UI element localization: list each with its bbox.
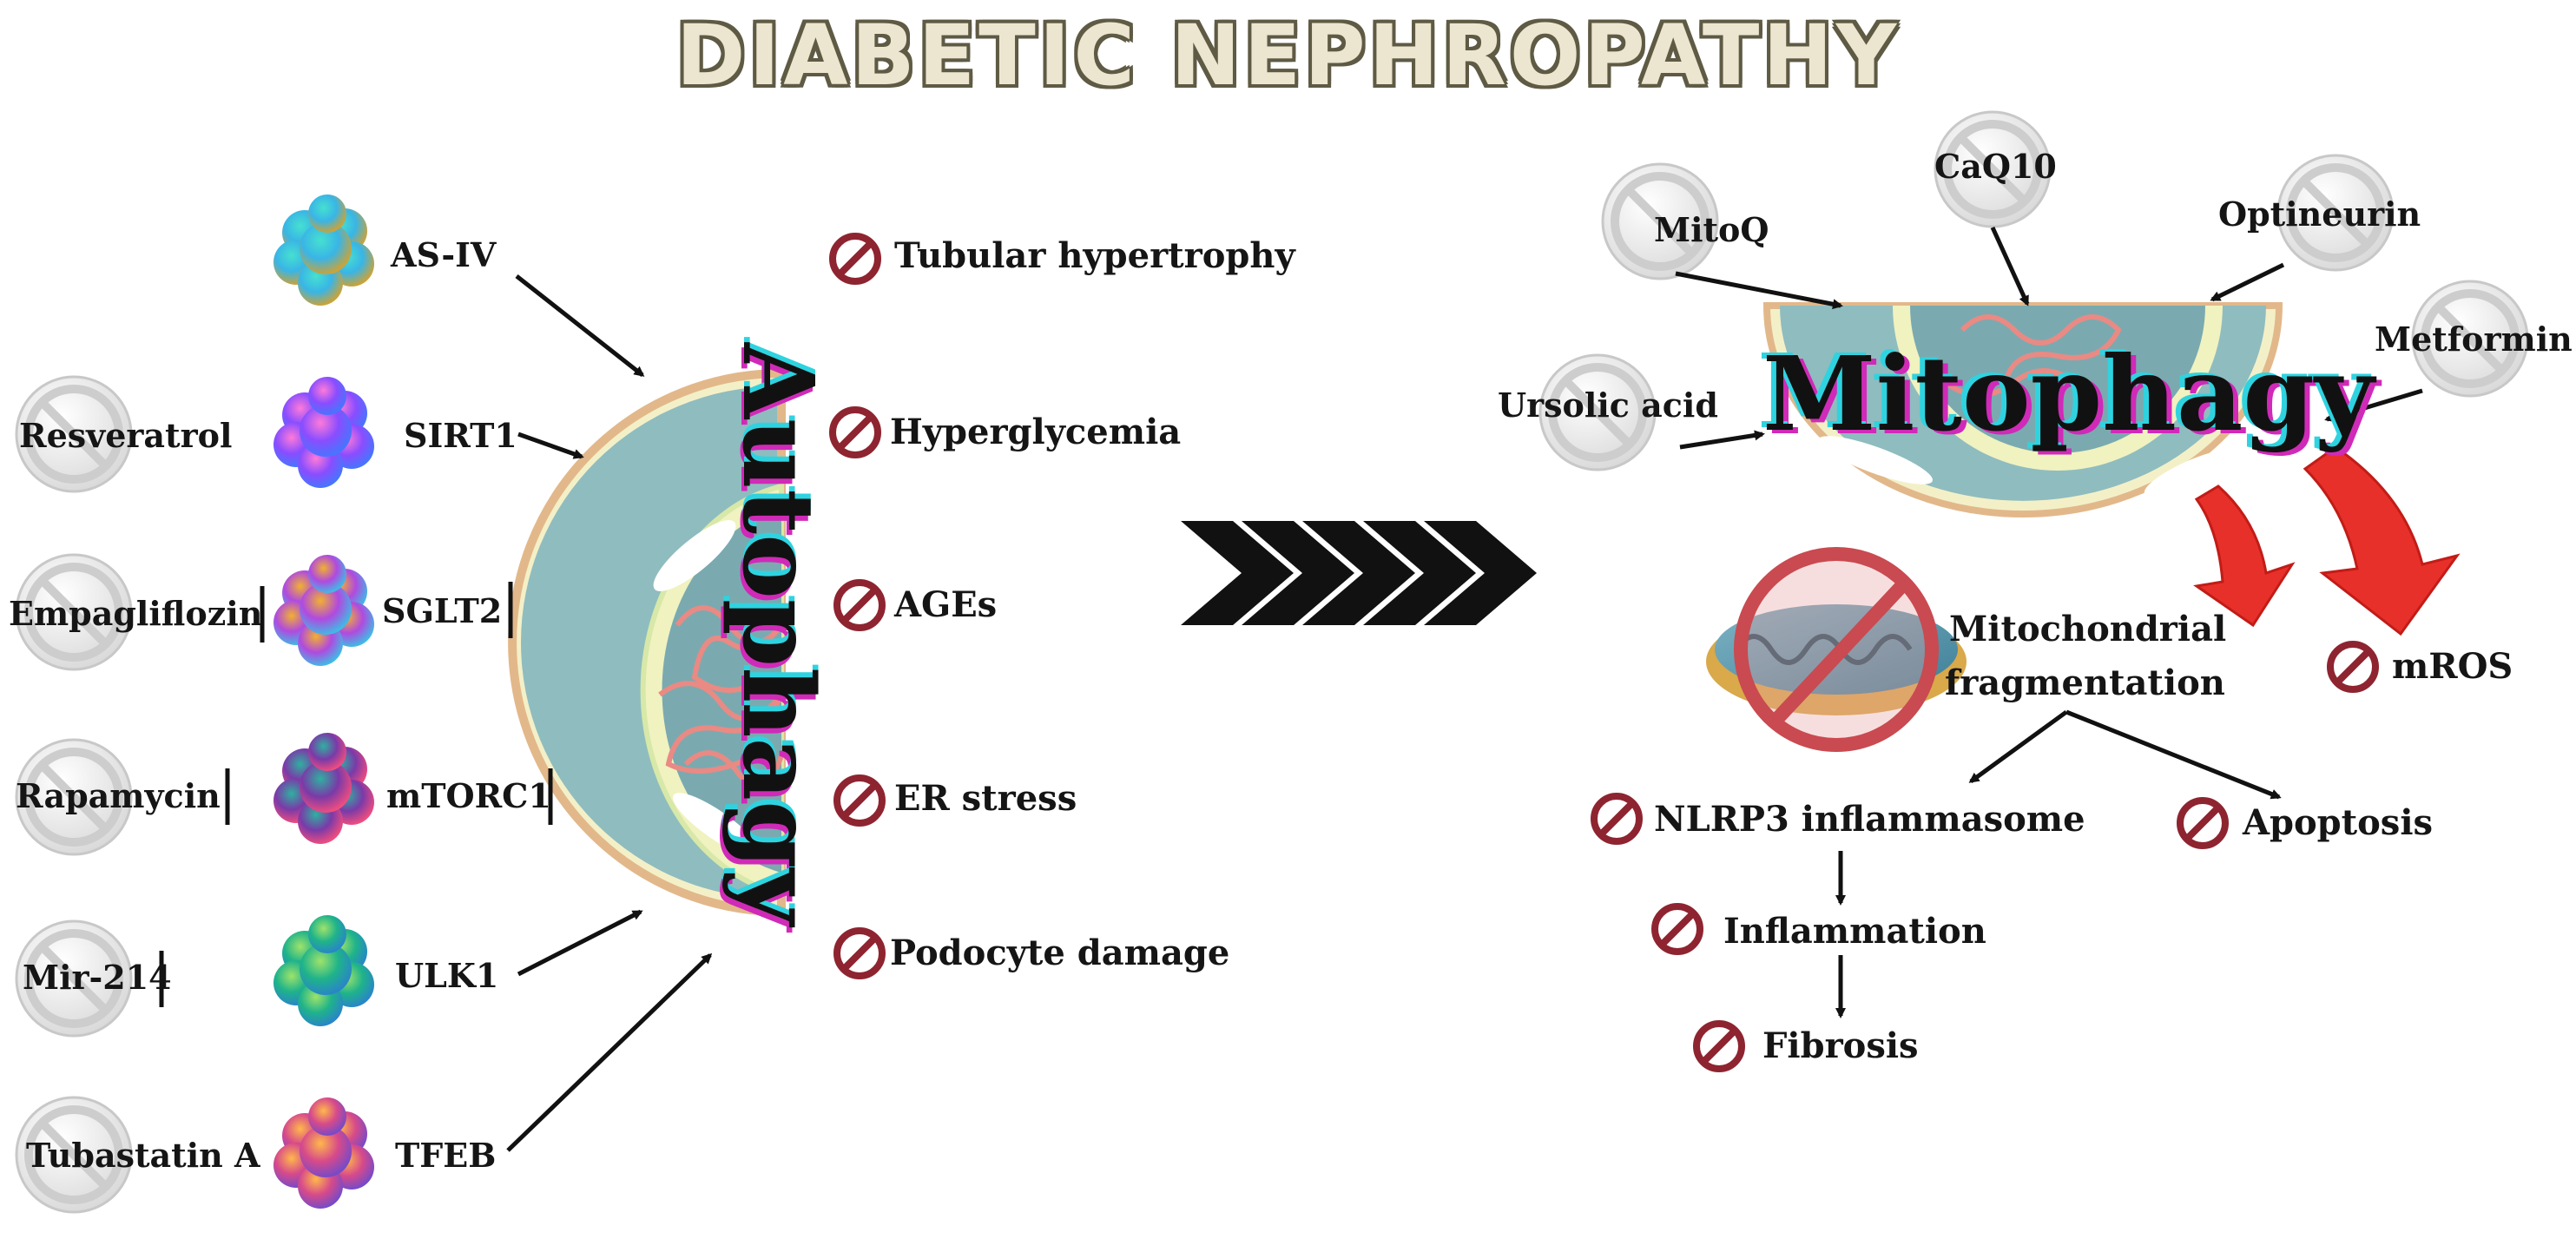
mitophagosome-illustration [1762,302,2283,517]
outcome-label: AGEs [894,584,998,625]
outcome-label: mROS [2392,646,2513,687]
page-title: DIABETIC NEPHROPATHY [675,7,1901,104]
target-label: SGLT2 [382,591,503,630]
inhibit-icon [837,931,882,976]
outcome-label: ER stress [894,778,1077,819]
inhibit-icon [1696,1024,1742,1069]
arrow-to-nlrp3 [1968,709,2068,784]
protein-cluster-icon [273,377,374,488]
inhibitor-label: Rapamycin [16,776,221,815]
outcome-label: Podocyte damage [890,933,1230,973]
arrow-caq10 [1990,226,2030,306]
inducer-label: Ursolic acid [1498,386,1718,425]
arrow-mitoq [1675,271,1843,310]
arrow-tfeb [506,952,713,1152]
inhibit-icon [1594,796,1639,841]
arrow-sirt1 [517,432,584,459]
protein-cluster-icon [273,555,374,666]
arrow-optineurin [2210,262,2285,302]
inhibitor-label: Empagliflozin [9,594,263,633]
target-label: TFEB [395,1136,497,1175]
inhibit-icon [833,410,878,455]
target-label: SIRT1 [404,416,517,455]
chevron-arrows-icon [1181,521,1537,625]
outcome-label: Fibrosis [1762,1025,1919,1066]
outcome-label: Inflammation [1723,911,1986,952]
prohibited-icon [1734,547,1939,752]
inhibit-icon [837,778,882,823]
inhibitor-label: Mir-214 [23,958,172,997]
autophagosome-illustration [508,368,786,917]
arrow-asiv [515,274,645,377]
inducer-label: MitoQ [1654,210,1769,249]
protein-cluster-icon [273,1097,374,1209]
outcome-label: Tubular hypertrophy [894,235,1295,276]
inhibit-icon [2330,644,2375,689]
target-label: ULK1 [395,956,499,995]
protein-cluster-icon [273,915,374,1026]
inhibitor-label: Tubastatin A [26,1136,260,1175]
autophagy-label: Autophagy [721,343,834,926]
inducer-label: Metformin [2375,320,2573,359]
target-label: AS-IV [391,235,497,274]
outcome-label: NLRP3 inflammasome [1654,799,2085,840]
inducer-label: Optineurin [2218,194,2421,234]
inhibit-icon [2180,801,2225,846]
inhibit-icon [837,583,882,628]
inhibitor-label: Resveratrol [19,416,233,455]
fragmentation-label: Mitochondrial [1949,609,2227,649]
mitophagy-label: Mitophagy [1762,333,2375,454]
protein-cluster-icon [273,194,374,306]
red-arrow-icon [2303,445,2461,636]
outcome-label: Apoptosis [2243,802,2434,843]
target-label: mTORC1 [386,776,551,815]
inducer-label: CaQ10 [1934,147,2057,186]
fragmentation-label: fragmentation [1945,662,2225,703]
arrow-to-apoptosis [2065,709,2282,800]
arrow-ulk1 [517,909,643,977]
outcome-label: Hyperglycemia [890,412,1182,452]
inhibit-icon [1655,906,1700,952]
inhibit-icon [833,236,878,281]
arrow-ursolic-acid [1679,430,1765,450]
protein-cluster-icon [273,733,374,844]
red-arrow-icon [2193,484,2296,628]
arrow-metformin [2324,388,2423,423]
